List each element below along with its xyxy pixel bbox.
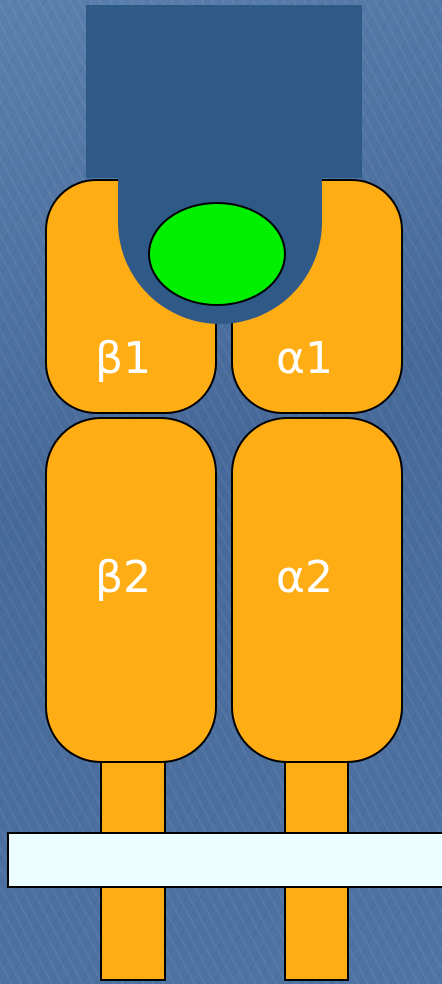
alpha2-label: α2 [276, 556, 333, 600]
peptide-ellipse [149, 203, 285, 305]
beta2-label: β2 [95, 556, 151, 600]
alpha1-label: α1 [276, 337, 333, 381]
beta1-label: β1 [95, 337, 151, 381]
cell-membrane [8, 833, 442, 887]
